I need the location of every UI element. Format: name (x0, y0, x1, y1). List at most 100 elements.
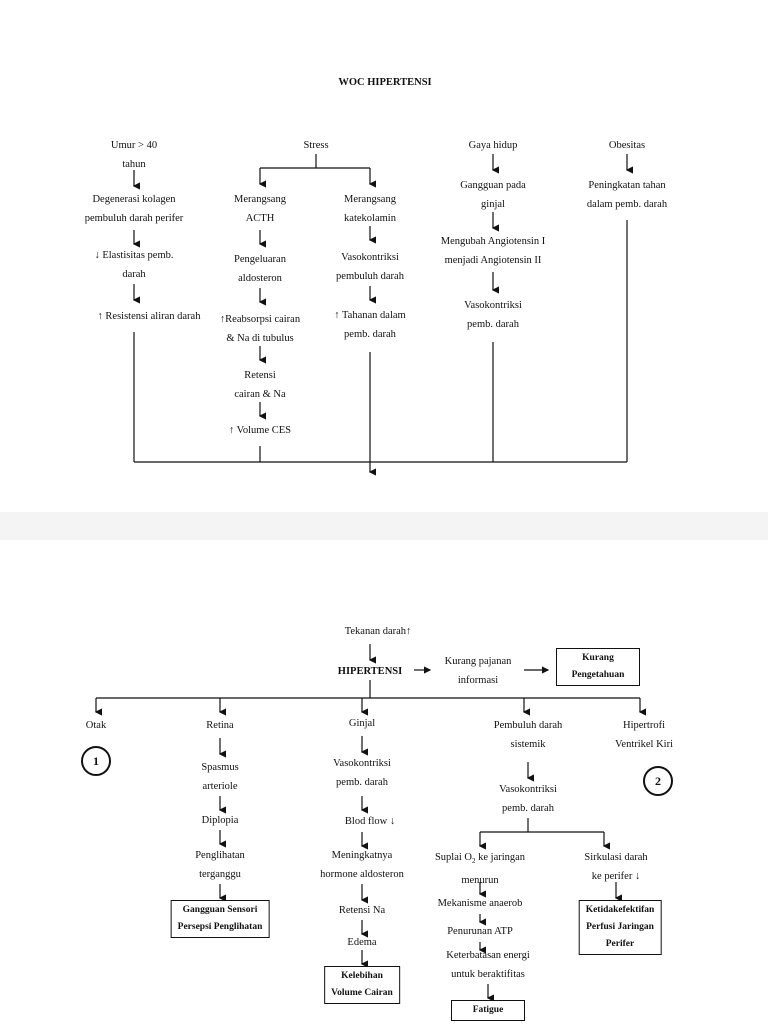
node-katekolamin: Merangsang katekolamin (344, 190, 396, 228)
node-volume-ces: ↑ Volume CES (229, 421, 291, 440)
node-volume-ces-text: Volume CES (236, 425, 292, 436)
node-vasokontriksi-1: Vasokontriksi pembuluh darah (336, 248, 404, 286)
box-kelebihan-line2: Volume Cairan (331, 988, 393, 998)
node-pembuluh-line2: sistemik (510, 739, 546, 750)
node-suplai-line2: menurun (461, 875, 499, 887)
box-kurang-pengetahuan-line2: Pengetahuan (571, 670, 625, 680)
node-pembuluh-line1: Pembuluh darah (493, 720, 563, 731)
node-sirkulasi-darah: Sirkulasi darah ke perifer ↓ (584, 848, 647, 886)
node-stress: Stress (303, 140, 329, 151)
page-2: Tekanan darah↑ HIPERTENSI Kurang pajanan… (16, 540, 752, 1024)
node-pembuluh-vaso-line1: Vasokontriksi (499, 784, 557, 795)
box-kurang-pengetahuan: Kurang Pengetahuan (556, 648, 640, 686)
node-obesitas: Obesitas (608, 140, 646, 151)
node-hipertrofi-line1: Hipertrofi (623, 720, 665, 731)
node-retensi-line1: Retensi (244, 370, 276, 381)
node-ginjal: Ginjal (348, 718, 376, 729)
node-sirkulasi-line2: ke perifer (591, 871, 633, 882)
node-retina: Retina (206, 720, 234, 731)
box-kelebihan-volume: Kelebihan Volume Cairan (324, 966, 400, 1004)
node-diplopia: Diplopia (201, 815, 239, 826)
node-suplai-text: Suplai O (434, 852, 472, 863)
node-spasmus: Spasmus arteriole (201, 758, 238, 796)
node-hipertensi: HIPERTENSI (337, 666, 403, 677)
node-gangguan-ginjal-line2: ginjal (481, 199, 505, 210)
box-ketidakefektifan-line1: Ketidakefektifan (585, 905, 655, 915)
node-retensi-line2: cairan & Na (234, 389, 286, 400)
node-pengeluaran-aldosteron: Pengeluaran aldosteron (234, 250, 286, 288)
node-vaso2-line1: Vasokontriksi (464, 300, 522, 311)
node-sirkulasi-line1: Sirkulasi darah (584, 852, 648, 863)
node-reabsorpsi-line1: Reabsorpsi cairan (225, 314, 301, 325)
diagram-title: WOC HIPERTENSI (338, 77, 432, 88)
up-arrow-icon: ↑ (228, 425, 235, 436)
node-kurang-pajanan-line1: Kurang pajanan (444, 656, 512, 667)
node-umur-line1: Umur > 40 (110, 140, 158, 151)
connector-circle-2: 2 (643, 766, 673, 796)
node-kurang-pajanan: Kurang pajanan informasi (445, 652, 512, 690)
node-acth-line2: ACTH (245, 213, 275, 224)
node-degenerasi-line2: pembuluh darah perifer (84, 213, 184, 224)
node-spasmus-line2: arteriole (202, 781, 238, 792)
node-pengeluaran-line1: Pengeluaran (234, 254, 286, 265)
node-aldosteron: Meningkatnya hormone aldosteron (320, 846, 404, 884)
node-aldosteron-line2: hormone aldosteron (320, 869, 404, 880)
node-penglihatan-line2: terganggu (199, 869, 241, 880)
node-pembuluh-vaso-line2: pemb. darah (502, 803, 554, 814)
node-tahanan: ↑ Tahanan dalam pemb. darah (334, 306, 405, 344)
node-mekanisme-anaerob: Mekanisme anaerob (437, 898, 523, 909)
connector-circle-1: 1 (81, 746, 111, 776)
node-elastisitas: ↓ Elastisitas pemb. darah (94, 246, 173, 284)
node-angiotensin-line2: menjadi Angiotensin II (444, 255, 542, 266)
node-peningkatan-line2: dalam pemb. darah (586, 199, 668, 210)
node-hipertrofi: Hipertrofi Ventrikel Kiri (615, 716, 673, 754)
node-blod-flow-text: Blod flow (344, 816, 388, 827)
box-gangguan-line1: Gangguan Sensori (182, 905, 258, 915)
box-gangguan-sensori: Gangguan Sensori Persepsi Penglihatan (170, 900, 270, 938)
node-retensi-cairan: Retensi cairan & Na (234, 366, 285, 404)
node-acth-line1: Merangsang (234, 194, 286, 205)
node-elastisitas-line1: Elastisitas pemb. (102, 250, 174, 261)
node-blod-flow: Blod flow ↓ (345, 812, 395, 831)
box-ketidakefektifan-line2: Perfusi Jaringan (586, 922, 654, 932)
node-ginjal-vaso-line1: Vasokontriksi (333, 758, 391, 769)
box-ketidakefektifan-line3: Perifer (605, 939, 635, 949)
node-degenerasi: Degenerasi kolagen pembuluh darah perife… (85, 190, 184, 228)
page2-connectors (94, 644, 646, 1002)
up-arrow-icon: ↑ (406, 626, 412, 637)
node-tahanan-line1: Tahanan dalam (341, 310, 406, 321)
node-katekolamin-line2: katekolamin (344, 213, 396, 224)
up-arrow-icon: ↑ (97, 311, 103, 322)
node-katekolamin-line1: Merangsang (344, 194, 396, 205)
node-spasmus-line1: Spasmus (201, 762, 239, 773)
node-suplai-sub: 2 (471, 857, 476, 866)
node-otak: Otak (85, 720, 107, 731)
box-kelebihan-line1: Kelebihan (341, 971, 383, 981)
node-gaya-hidup: Gaya hidup (468, 140, 518, 151)
box-gangguan-line2: Persepsi Penglihatan (177, 922, 263, 932)
node-degenerasi-line1: Degenerasi kolagen (92, 194, 176, 205)
node-peningkatan-line1: Peningkatan tahan (588, 180, 666, 191)
node-penglihatan-line1: Penglihatan (195, 850, 245, 861)
node-reabsorpsi-line2: & Na di tubulus (226, 333, 294, 344)
node-retensi-na: Retensi Na (338, 905, 386, 916)
node-keterbatasan-line2: untuk beraktifitas (451, 969, 525, 980)
node-hipertrofi-line2: Ventrikel Kiri (614, 739, 674, 750)
node-reabsorpsi: ↑Reabsorpsi cairan & Na di tubulus (220, 310, 300, 348)
node-gangguan-ginjal: Gangguan pada ginjal (460, 176, 526, 214)
node-ginjal-vasokontriksi: Vasokontriksi pemb. darah (333, 754, 391, 792)
node-vaso1-line1: Vasokontriksi (341, 252, 399, 263)
node-tekanan-darah: Tekanan darah↑ (345, 622, 412, 641)
up-arrow-icon: ↑ (334, 310, 340, 321)
node-pembuluh-sistemik: Pembuluh darah sistemik (494, 716, 563, 754)
node-penglihatan: Penglihatan terganggu (195, 846, 245, 884)
node-edema: Edema (347, 937, 377, 948)
node-elastisitas-line2: darah (122, 269, 146, 280)
up-arrow-icon: ↑ (219, 314, 226, 325)
node-resistensi-text: Resistensi aliran darah (105, 311, 201, 322)
node-keterbatasan-line1: Keterbatasan energi (446, 950, 530, 961)
node-angiotensin-line1: Mengubah Angiotensin I (440, 236, 546, 247)
node-acth: Merangsang ACTH (234, 190, 286, 228)
box-fatigue: Fatigue (451, 1000, 525, 1021)
node-resistensi: ↑ Resistensi aliran darah (98, 307, 201, 326)
